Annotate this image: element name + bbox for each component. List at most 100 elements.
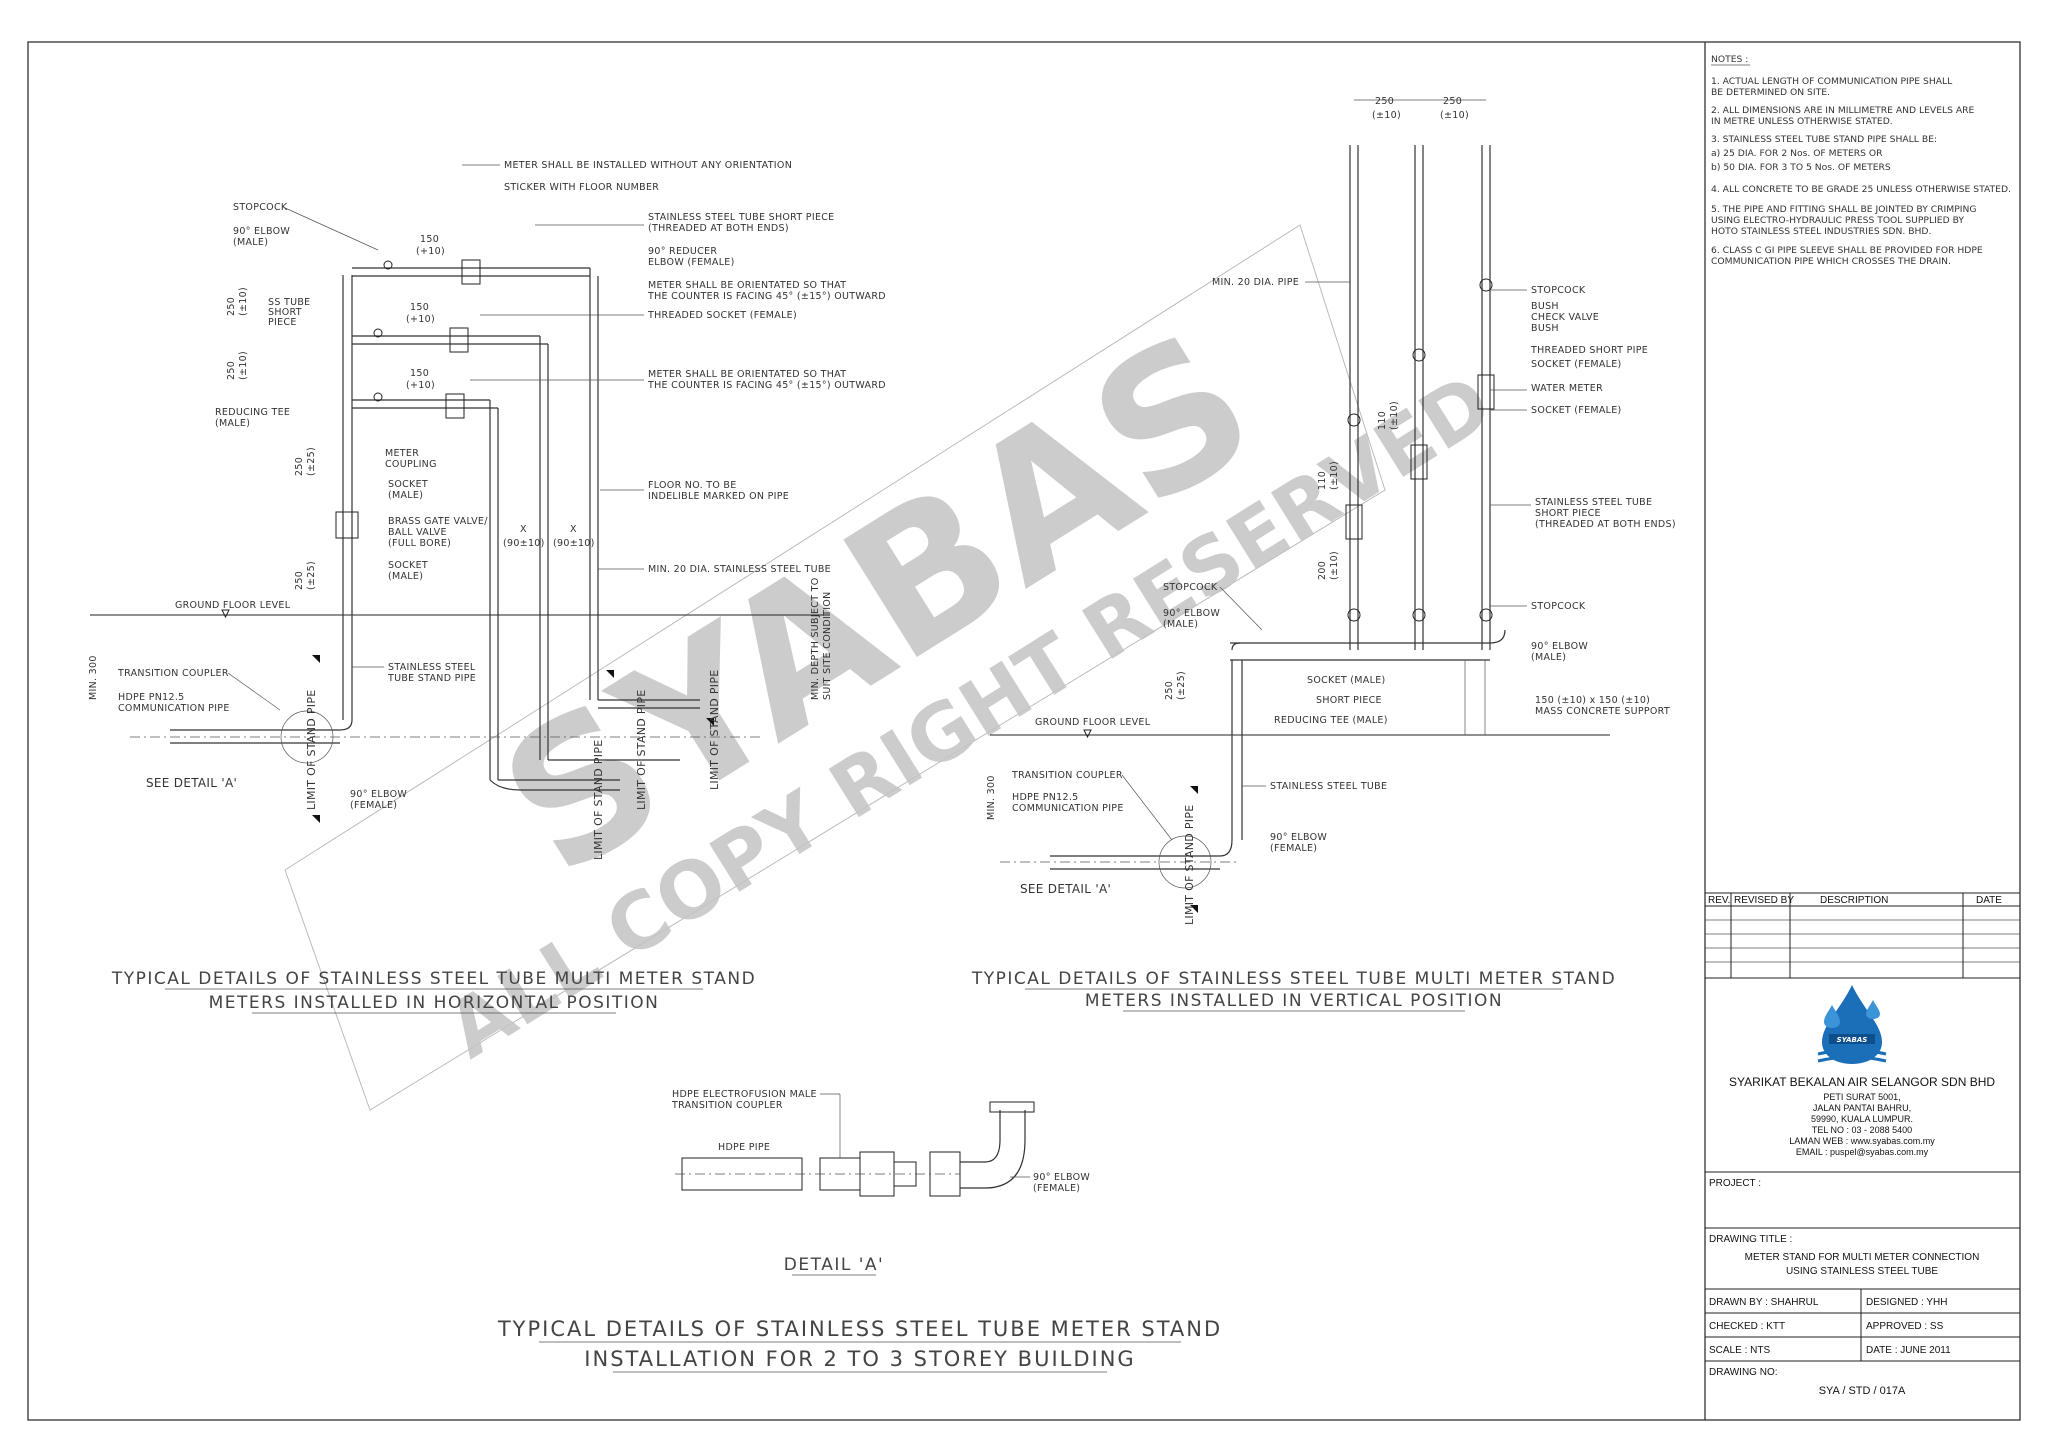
- drawing-title-label: DRAWING TITLE :: [1709, 1234, 1792, 1245]
- label-min300: MIN. 300: [88, 655, 99, 700]
- svg-text:(MALE): (MALE): [215, 418, 250, 429]
- svg-text:a) 25 DIA. FOR 2 Nos. OF METER: a) 25 DIA. FOR 2 Nos. OF METERS OR: [1711, 148, 1883, 159]
- label-mass-concrete: 150 (±10) x 150 (±10): [1535, 695, 1650, 706]
- label-min20-ss: MIN. 20 DIA. STAINLESS STEEL TUBE: [648, 564, 831, 575]
- svg-text:JALAN PANTAI BAHRU,: JALAN PANTAI BAHRU,: [1813, 1103, 1911, 1113]
- svg-text:BE DETERMINED ON SITE.: BE DETERMINED ON SITE.: [1711, 87, 1830, 98]
- title-main-2: INSTALLATION FOR 2 TO 3 STOREY BUILDING: [584, 1347, 1135, 1371]
- label-limit-1: LIMIT OF STAND PIPE: [305, 689, 318, 810]
- svg-text:(MALE): (MALE): [1531, 652, 1566, 663]
- label-floor-no: FLOOR NO. TO BE: [648, 480, 737, 491]
- svg-text:PIECE: PIECE: [268, 317, 297, 328]
- svg-text:(FEMALE): (FEMALE): [350, 800, 397, 811]
- label-meter-coupling: METER: [385, 448, 419, 459]
- label-socket-male-r: SOCKET (MALE): [1307, 675, 1386, 686]
- svg-text:THE COUNTER IS FACING 45° (±15: THE COUNTER IS FACING 45° (±15°) OUTWARD: [647, 380, 886, 391]
- title-horizontal-2: METERS INSTALLED IN HORIZONTAL POSITION: [209, 993, 660, 1013]
- rev-header-date: DATE: [1976, 895, 2002, 906]
- svg-text:(±10): (±10): [1329, 461, 1340, 490]
- designed-by: DESIGNED : YHH: [1866, 1297, 1948, 1308]
- svg-text:(FEMALE): (FEMALE): [1270, 843, 1317, 854]
- svg-text:(+10): (+10): [406, 314, 435, 325]
- label-transition-coupler: TRANSITION COUPLER: [117, 668, 229, 679]
- svg-text:(90±10): (90±10): [553, 538, 595, 549]
- svg-text:(FEMALE): (FEMALE): [1033, 1183, 1080, 1194]
- title-main-1: TYPICAL DETAILS OF STAINLESS STEEL TUBE …: [497, 1317, 1222, 1341]
- label-socket-male: SOCKET: [388, 479, 428, 490]
- svg-text:(±10): (±10): [1329, 551, 1340, 580]
- svg-text:LAMAN WEB : www.syabas.com.my: LAMAN WEB : www.syabas.com.my: [1789, 1136, 1935, 1146]
- drawing-title-2: USING STAINLESS STEEL TUBE: [1786, 1266, 1938, 1277]
- svg-text:INDELIBLE MARKED ON PIPE: INDELIBLE MARKED ON PIPE: [648, 491, 789, 502]
- svg-text:59990, KUALA LUMPUR.: 59990, KUALA LUMPUR.: [1811, 1114, 1913, 1124]
- svg-text:(±10): (±10): [1372, 110, 1401, 121]
- date: DATE : JUNE 2011: [1866, 1345, 1951, 1356]
- label-ss-short-r: STAINLESS STEEL TUBE: [1535, 497, 1652, 508]
- svg-text:SHORT PIECE: SHORT PIECE: [1535, 508, 1601, 519]
- svg-text:110: 110: [1377, 411, 1388, 430]
- drawn-by: DRAWN BY : SHAHRUL: [1709, 1297, 1819, 1308]
- detail-a-drawing: HDPE ELECTROFUSION MALE TRANSITION COUPL…: [671, 1089, 1090, 1197]
- label-detail-elbow: 90° ELBOW: [1033, 1172, 1090, 1183]
- svg-text:(THREADED AT BOTH ENDS): (THREADED AT BOTH ENDS): [648, 223, 789, 234]
- svg-text:COMMUNICATION PIPE: COMMUNICATION PIPE: [1012, 803, 1124, 814]
- label-ss-short-piece: STAINLESS STEEL TUBE SHORT PIECE: [648, 212, 834, 223]
- label-stopcock: STOPCOCK: [233, 202, 288, 213]
- svg-text:BALL VALVE: BALL VALVE: [388, 527, 447, 538]
- label-see-detail: SEE DETAIL 'A': [146, 776, 237, 790]
- label-transition-r: TRANSITION COUPLER: [1011, 770, 1123, 781]
- label-orient-1: METER SHALL BE ORIENTATED SO THAT: [648, 280, 846, 291]
- svg-text:SUIT SITE CONDITION: SUIT SITE CONDITION: [822, 592, 833, 701]
- company-block: SYABAS SYARIKAT BEKALAN AIR SELANGOR SDN…: [1729, 985, 1995, 1157]
- svg-text:(MALE): (MALE): [233, 237, 268, 248]
- label-elbow-male: 90° ELBOW: [233, 226, 290, 237]
- checked-by: CHECKED : KTT: [1709, 1321, 1785, 1332]
- svg-text:250: 250: [294, 571, 305, 590]
- svg-text:X: X: [570, 524, 577, 535]
- svg-text:b) 50 DIA. FOR 3 TO 5 Nos. OF: b) 50 DIA. FOR 3 TO 5 Nos. OF METERS: [1711, 162, 1891, 173]
- label-ss-tube-short: SS TUBE: [268, 297, 310, 308]
- svg-text:PETI SURAT 5001,: PETI SURAT 5001,: [1823, 1092, 1900, 1102]
- approved-by: APPROVED : SS: [1866, 1321, 1944, 1332]
- label-reducer-elbow: 90° REDUCER: [648, 246, 717, 257]
- svg-text:IN METRE UNLESS OTHERWISE STAT: IN METRE UNLESS OTHERWISE STATED.: [1711, 116, 1893, 127]
- drawing-titles: TYPICAL DETAILS OF STAINLESS STEEL TUBE …: [111, 969, 1616, 1373]
- svg-text:(±10): (±10): [238, 351, 249, 380]
- title-vertical-1: TYPICAL DETAILS OF STAINLESS STEEL TUBE …: [971, 969, 1616, 989]
- note-2: 2. ALL DIMENSIONS ARE IN MILLIMETRE AND …: [1711, 105, 1975, 116]
- svg-text:(MALE): (MALE): [388, 490, 423, 501]
- note-3: 3. STAINLESS STEEL TUBE STAND PIPE SHALL…: [1711, 134, 1937, 145]
- svg-text:TEL NO : 03 - 2088 5400: TEL NO : 03 - 2088 5400: [1812, 1125, 1912, 1135]
- note-1: 1. ACTUAL LENGTH OF COMMUNICATION PIPE S…: [1711, 76, 1953, 87]
- riser-1: [1345, 145, 1363, 650]
- svg-text:(MALE): (MALE): [1163, 619, 1198, 630]
- meter-row-1: [352, 259, 599, 700]
- right-ground-floor-label: GROUND FLOOR LEVEL: [1035, 717, 1151, 728]
- svg-text:250: 250: [226, 297, 237, 316]
- label-reducing-tee: REDUCING TEE: [215, 407, 290, 418]
- riser-3: [1477, 145, 1495, 650]
- svg-text:COMMUNICATION PIPE WHICH CROSS: COMMUNICATION PIPE WHICH CROSSES THE DRA…: [1711, 256, 1951, 267]
- label-min-depth: MIN. DEPTH SUBJECT TO: [810, 578, 821, 701]
- svg-text:TRANSITION COUPLER: TRANSITION COUPLER: [671, 1100, 783, 1111]
- label-elbow-male-r: 90° ELBOW: [1531, 641, 1588, 652]
- label-ss-tube-r: STAINLESS STEEL TUBE: [1270, 781, 1387, 792]
- svg-text:(±10): (±10): [1440, 110, 1469, 121]
- svg-text:(FULL BORE): (FULL BORE): [388, 538, 451, 549]
- svg-text:250: 250: [294, 457, 305, 476]
- svg-text:TUBE STAND PIPE: TUBE STAND PIPE: [387, 673, 476, 684]
- ground-floor-label: GROUND FLOOR LEVEL: [175, 600, 291, 611]
- svg-text:250: 250: [226, 361, 237, 380]
- title-horizontal-1: TYPICAL DETAILS OF STAINLESS STEEL TUBE …: [111, 969, 756, 989]
- drawing-no: SYA / STD / 017A: [1819, 1385, 1906, 1397]
- label-meter-no-orientation: METER SHALL BE INSTALLED WITHOUT ANY ORI…: [504, 160, 792, 171]
- svg-text:X: X: [520, 524, 527, 535]
- svg-text:(+10): (+10): [406, 380, 435, 391]
- drawing-no-label: DRAWING NO:: [1709, 1367, 1778, 1378]
- title-vertical-2: METERS INSTALLED IN VERTICAL POSITION: [1085, 991, 1503, 1011]
- svg-text:USING ELECTRO-HYDRAULIC PRESS: USING ELECTRO-HYDRAULIC PRESS TOOL SUPPL…: [1711, 215, 1964, 226]
- label-stopcock-r: STOPCOCK: [1531, 285, 1586, 296]
- note-6: 6. CLASS C GI PIPE SLEEVE SHALL BE PROVI…: [1711, 245, 1983, 256]
- label-see-detail-r: SEE DETAIL 'A': [1020, 882, 1111, 896]
